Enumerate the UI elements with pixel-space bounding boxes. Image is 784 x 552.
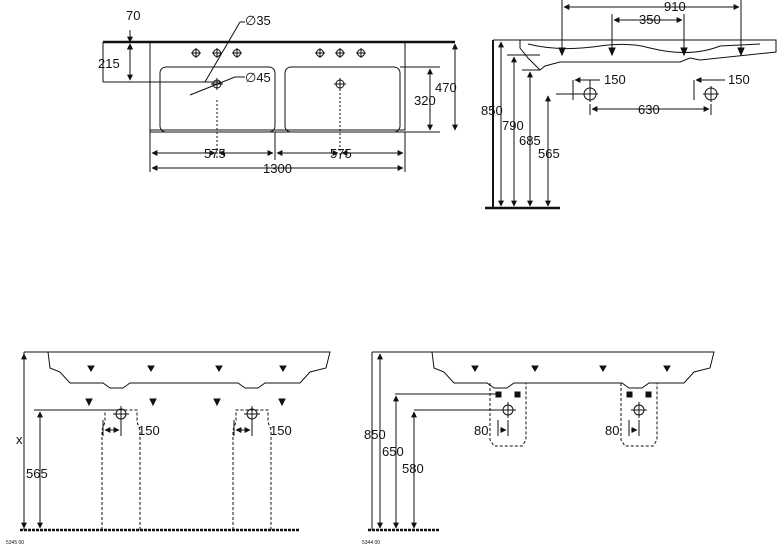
- top-view: [102, 21, 458, 172]
- dim-80-left: 80: [474, 423, 488, 438]
- dim-80-right: 80: [605, 423, 619, 438]
- dim-685: 685: [519, 133, 541, 148]
- drain-icon: [211, 78, 346, 90]
- tap-marker-icon: [558, 47, 745, 57]
- dim-1300: 1300: [263, 161, 292, 176]
- drawing-code: 5345 00: [6, 540, 24, 546]
- dim-150-right: 150: [270, 423, 292, 438]
- front-view-semi-pedestal: [368, 351, 715, 532]
- dim-650: 650: [382, 444, 404, 459]
- side-view: [485, 0, 777, 210]
- dim-850: 850: [364, 427, 386, 442]
- dim-350: 350: [639, 12, 661, 27]
- dim-790: 790: [502, 118, 524, 133]
- tap-hole-icon: [191, 48, 366, 58]
- dim-150-left: 150: [604, 72, 626, 87]
- dim-910: 910: [664, 0, 686, 14]
- tap-marker-icon: [471, 365, 671, 372]
- drawing-code: 5344 00: [362, 540, 380, 546]
- dim-565: 565: [26, 466, 48, 481]
- dim-215: 215: [98, 56, 120, 71]
- down-arrow-icon: [85, 398, 286, 407]
- dim-70: 70: [126, 8, 140, 23]
- dim-575-left: 575: [204, 146, 226, 161]
- dim-150-left: 150: [138, 423, 160, 438]
- siphon-right-icon: [626, 391, 652, 418]
- dim-470: 470: [435, 80, 457, 95]
- dim-565: 565: [538, 146, 560, 161]
- siphon-left-icon: [495, 391, 521, 418]
- dim-575-right: 575: [330, 146, 352, 161]
- tap-marker-icon: [87, 365, 287, 372]
- right-bowl-outline: [284, 66, 401, 133]
- dim-630: 630: [638, 102, 660, 117]
- dim-850: 850: [481, 103, 503, 118]
- dim-320: 320: [414, 93, 436, 108]
- dim-diameter-35: ∅35: [245, 13, 271, 28]
- front-view-pedestal: [20, 351, 331, 532]
- dim-diameter-45: ∅45: [245, 70, 271, 85]
- dim-x: x: [16, 432, 23, 447]
- dim-580: 580: [402, 461, 424, 476]
- dim-150-right: 150: [728, 72, 750, 87]
